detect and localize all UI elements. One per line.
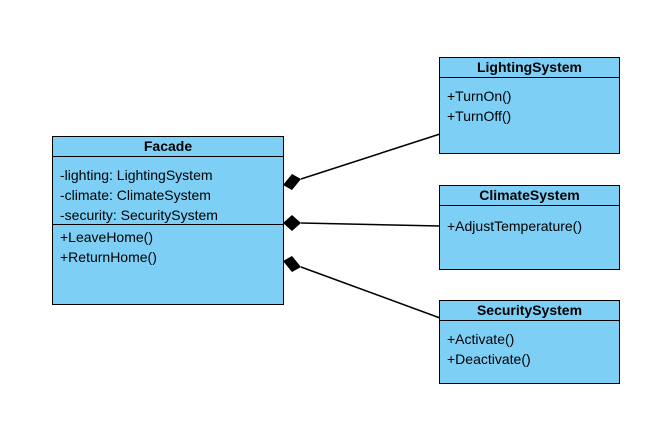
methods-section: +TurnOn() +TurnOff() bbox=[440, 78, 619, 126]
class-climate-system[interactable]: ClimateSystem +AdjustTemperature() bbox=[439, 185, 620, 270]
method: +Activate() bbox=[447, 331, 515, 347]
class-facade[interactable]: Facade -lighting: LightingSystem -climat… bbox=[52, 136, 284, 305]
class-name: LightingSystem bbox=[440, 58, 619, 78]
methods-section: +LeaveHome() +ReturnHome() bbox=[53, 225, 283, 267]
composition-diamond-icon bbox=[283, 174, 301, 190]
attribute: -climate: ClimateSystem bbox=[60, 187, 211, 203]
attribute: -lighting: LightingSystem bbox=[60, 167, 213, 183]
method: +TurnOn() bbox=[447, 88, 512, 104]
method: +Deactivate() bbox=[447, 351, 531, 367]
method: +AdjustTemperature() bbox=[447, 218, 583, 234]
methods-section: +AdjustTemperature() bbox=[440, 206, 619, 236]
attribute: -security: SecuritySystem bbox=[60, 207, 218, 223]
class-name: Facade bbox=[53, 137, 283, 157]
composition-facade-security bbox=[283, 256, 441, 319]
composition-diamond-icon bbox=[283, 256, 301, 272]
attributes-section: -lighting: LightingSystem -climate: Clim… bbox=[53, 157, 283, 225]
composition-diamond-icon bbox=[283, 215, 301, 231]
class-security-system[interactable]: SecuritySystem +Activate() +Deactivate() bbox=[439, 300, 620, 384]
method: +TurnOff() bbox=[447, 108, 512, 124]
methods-section: +Activate() +Deactivate() bbox=[440, 321, 619, 369]
class-lighting-system[interactable]: LightingSystem +TurnOn() +TurnOff() bbox=[439, 57, 620, 154]
composition-facade-climate bbox=[283, 215, 441, 231]
class-name: ClimateSystem bbox=[440, 186, 619, 206]
composition-facade-lighting bbox=[283, 133, 441, 190]
class-name: SecuritySystem bbox=[440, 301, 619, 321]
method: +ReturnHome() bbox=[60, 249, 157, 265]
method: +LeaveHome() bbox=[60, 229, 153, 245]
